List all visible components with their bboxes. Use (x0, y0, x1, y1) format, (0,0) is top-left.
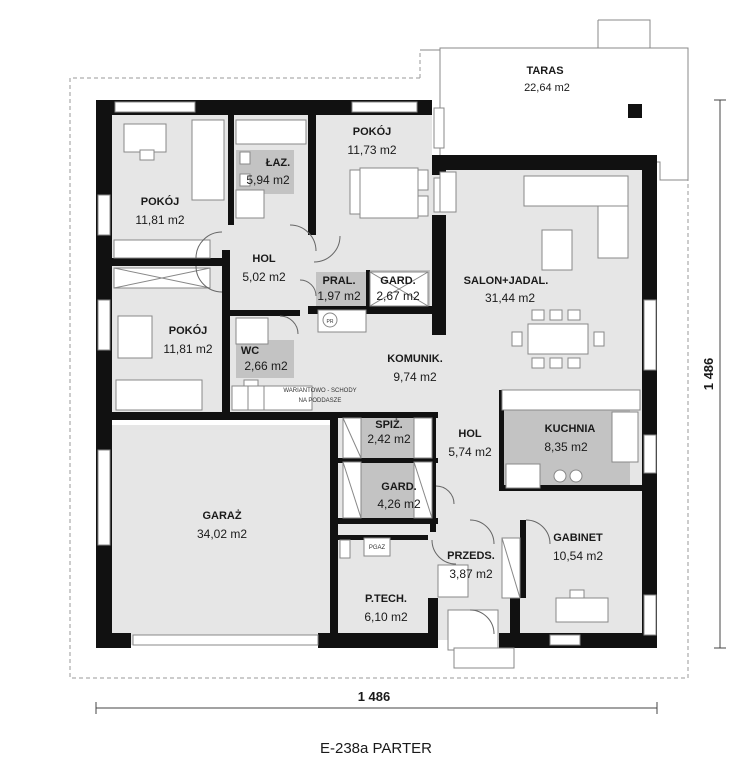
room-label-pokoj-top-left: POKÓJ (141, 195, 180, 208)
dimension-lines (95, 99, 726, 714)
stairs-note-line2: NA PODDASZE (299, 398, 342, 404)
room-label-garderoba-mid: GARD. (381, 481, 416, 493)
windows (97, 101, 657, 646)
room-label-garderoba-top: GARD. (380, 275, 415, 287)
room-label-taras: TARAS (526, 65, 563, 77)
roof-outline (69, 50, 689, 679)
doors (195, 224, 551, 635)
room-label-pokoj-top-mid: POKÓJ (353, 125, 392, 138)
room-label-pralnia: PRAL. (323, 275, 356, 287)
room-area-garaz: 34,02 m2 (197, 527, 247, 541)
dimension-depth-label: 1 486 (701, 358, 716, 391)
plan-caption: E-238a PARTER (320, 740, 432, 757)
room-area-garderoba-top: 2,67 m2 (376, 289, 420, 303)
room-area-pralnia: 1,97 m2 (317, 289, 361, 303)
room-label-garaz: GARAŻ (202, 509, 241, 522)
room-label-przedsionek: PRZEDS. (447, 550, 495, 562)
room-label-pom-tech: P.TECH. (365, 593, 407, 605)
room-area-hol-center: 5,74 m2 (448, 445, 492, 459)
room-labels: TARAS 22,64 m2 POKÓJ 11,81 m2 ŁAZ. 5,94 … (135, 65, 603, 624)
room-label-pokoj-mid-left: POKÓJ (169, 324, 208, 337)
room-label-spizarnia: SPIŻ. (375, 418, 403, 431)
room-area-garderoba-mid: 4,26 m2 (377, 497, 421, 511)
room-area-przedsionek: 3,87 m2 (449, 567, 493, 581)
room-label-lazienka: ŁAZ. (266, 157, 290, 169)
room-area-komunikacja: 9,74 m2 (393, 370, 437, 384)
room-area-pokoj-mid-left: 11,81 m2 (163, 342, 212, 356)
room-label-hol-left: HOL (252, 253, 276, 265)
room-label-gabinet: GABINET (553, 532, 603, 544)
room-label-kuchnia: KUCHNIA (545, 423, 596, 435)
room-area-pokoj-top-mid: 11,73 m2 (347, 143, 396, 157)
room-label-komunikacja: KOMUNIK. (387, 353, 443, 365)
room-area-taras: 22,64 m2 (524, 82, 570, 94)
pgaz-label: PGAZ (369, 545, 386, 551)
room-area-salon: 31,44 m2 (485, 291, 535, 305)
room-area-hol-left: 5,02 m2 (242, 270, 286, 284)
room-label-wc: WC (241, 345, 259, 357)
dimension-width-label: 1 486 (358, 689, 391, 704)
room-area-wc: 2,66 m2 (244, 359, 288, 373)
room-area-lazienka: 5,94 m2 (246, 173, 290, 187)
room-area-kuchnia: 8,35 m2 (544, 440, 588, 454)
room-area-spizarnia: 2,42 m2 (367, 432, 411, 446)
room-label-salon: SALON+JADAL. (464, 275, 549, 287)
room-label-hol-center: HOL (458, 428, 482, 440)
room-area-pom-tech: 6,10 m2 (364, 610, 408, 624)
pr-label: PR (327, 319, 334, 325)
room-area-gabinet: 10,54 m2 (553, 549, 603, 563)
furniture (113, 119, 641, 669)
room-area-pokoj-top-left: 11,81 m2 (135, 213, 184, 227)
stairs-note-line1: WARIANTOWO - SCHODY (283, 388, 356, 394)
